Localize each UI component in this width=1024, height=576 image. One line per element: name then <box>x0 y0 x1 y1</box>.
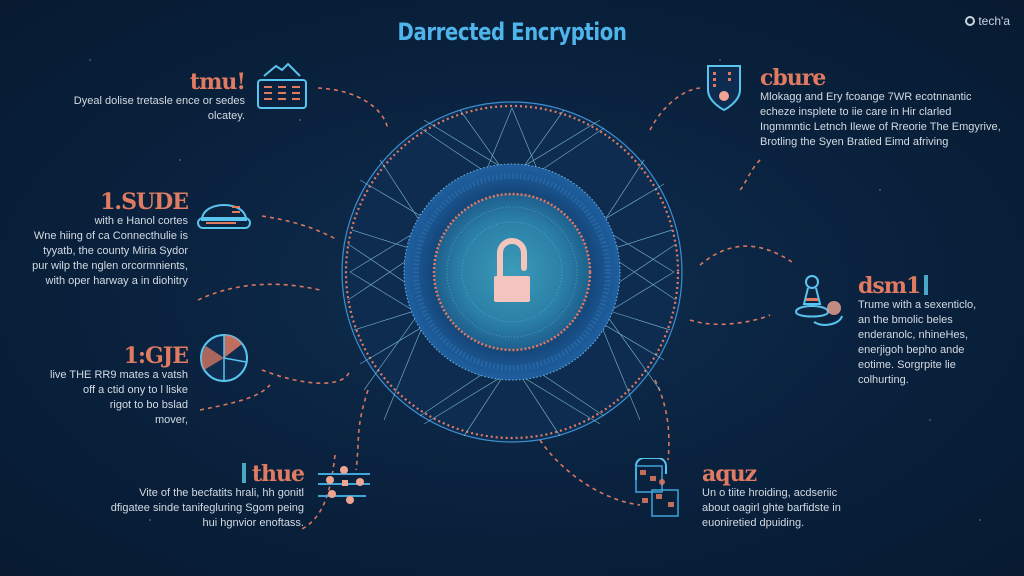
callout-body: Mlokagg and Ery fcoange 7WR ecotnnantic … <box>760 91 1001 148</box>
brand-name: tech'a <box>978 14 1010 28</box>
callout-body: Trume with a sexenticlo, an the bmolic b… <box>858 299 977 386</box>
house-grid-icon <box>257 62 307 109</box>
callout-body: live THE RR9 mates a vatsh off a ctid on… <box>50 369 188 426</box>
callout-body: Vite of the becfatits hrali, hh gonitl d… <box>110 487 304 529</box>
pie-chart-icon <box>200 334 248 382</box>
circuit-board-icon <box>635 458 679 517</box>
callout-heading: tmu! <box>189 69 246 95</box>
callout-bottom-right: aquz Un o tiite hroiding, acdseriic abou… <box>702 462 902 531</box>
padlock-icon <box>494 238 530 302</box>
callout-heading: thue <box>100 462 305 486</box>
pawn-device-icon <box>794 275 843 326</box>
callout-heading: cbure <box>760 65 826 91</box>
callout-bottom-left: thue Vite of the becfatits hrali, hh gon… <box>100 462 305 531</box>
connector-lines <box>197 87 796 531</box>
accent-bar <box>241 463 246 483</box>
callout-top-left: tmu! Dyeal dolise tretasle ence or sedes… <box>40 69 246 124</box>
callout-heading: 1.SUDE <box>100 189 189 215</box>
callout-heading: aquz <box>702 461 757 487</box>
callout-body: with e Hanol cortes Wne hiing of ca Conn… <box>32 215 188 287</box>
callout-mid-left: 1.SUDE with e Hanol cortes Wne hiing of … <box>10 189 189 289</box>
callout-lower-left: 1:GJE live THE RR9 mates a vatsh off a c… <box>20 343 189 428</box>
brand-logo: tech'a <box>965 14 1010 28</box>
network-nodes-icon <box>318 466 370 504</box>
shield-icon <box>707 65 741 112</box>
accent-bar <box>924 275 929 295</box>
callout-body: Un o tiite hroiding, acdseriic about oag… <box>702 487 841 529</box>
callout-mid-right: dsm1 Trume with a sexenticlo, an the bmo… <box>858 274 1018 388</box>
cloud-hat-icon <box>197 204 251 229</box>
brand-icon <box>965 16 976 26</box>
callout-top-right: cbure Mlokagg and Ery fcoange 7WR ecotnn… <box>760 66 1010 150</box>
callout-heading: dsm1 <box>858 274 1018 298</box>
callout-body: Dyeal dolise tretasle ence or sedes olca… <box>73 95 245 122</box>
callout-heading: 1:GJE <box>123 343 189 369</box>
page-title: Darrected Encryption <box>397 18 627 46</box>
